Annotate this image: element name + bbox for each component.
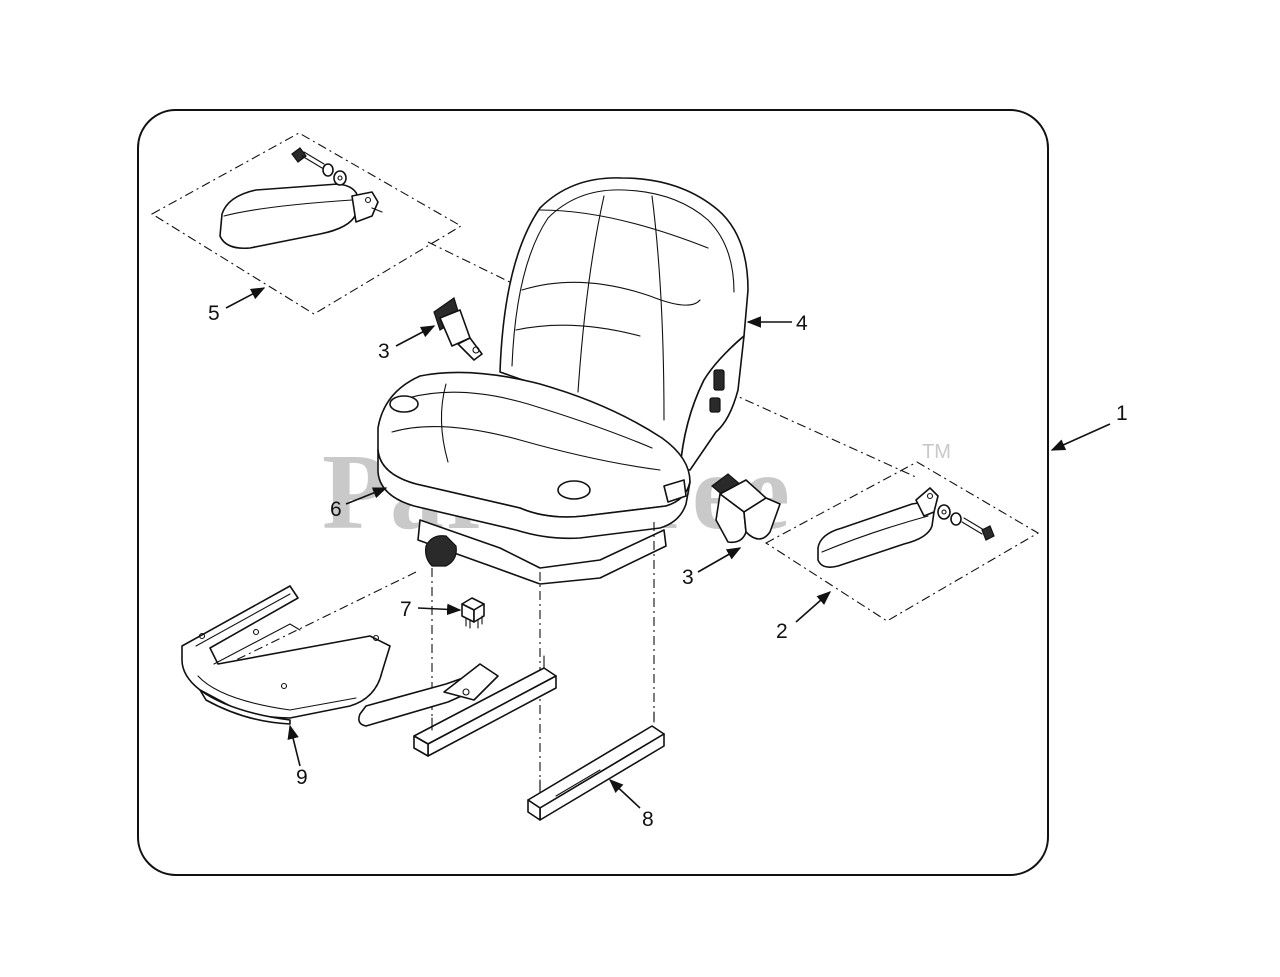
callout-3a-arrow [395, 325, 436, 347]
seat-recline-slot [709, 397, 721, 413]
seat-slide-rail-left [358, 655, 557, 757]
callout-3b-arrow [697, 547, 742, 573]
callout-2: 2 [776, 620, 788, 643]
right-armrest-washer-a [937, 504, 951, 520]
left-armrest-washer-b [333, 170, 347, 186]
seat-assembly [377, 177, 749, 585]
callout-5: 5 [208, 302, 220, 325]
seat-cushion-front [377, 449, 691, 540]
left-armrest-washer-a [322, 163, 334, 177]
callout-9-arrow [287, 724, 301, 767]
seat-mount-foot [663, 479, 687, 503]
left-armrest-kit-boundary [150, 132, 463, 315]
seat-height-knob [425, 535, 457, 567]
seat-recline-lever [713, 369, 725, 391]
seat-handle-left [389, 395, 419, 413]
callout-8-arrow [608, 779, 641, 809]
callout-3-upper: 3 [378, 340, 390, 363]
callout-8: 8 [642, 808, 654, 831]
callout-7: 7 [400, 598, 412, 621]
callout-2-arrow [795, 591, 832, 623]
right-armrest-kit-boundary [764, 461, 1040, 622]
assembly-frame [137, 109, 1049, 876]
left-armrest-bracket [351, 191, 379, 223]
seat-handle-right [557, 480, 591, 500]
callout-1-arrow [1050, 423, 1111, 451]
callout-4: 4 [796, 312, 808, 335]
seat-switch [461, 597, 485, 629]
callout-7-arrow [417, 603, 462, 616]
right-armrest-leader [727, 391, 919, 479]
seat-belt-buckle [711, 473, 781, 544]
callout-5-arrow [225, 287, 266, 309]
seat-belt-upper [433, 297, 483, 361]
watermark-trademark: TM [922, 441, 951, 463]
left-armrest-pad [219, 183, 359, 250]
seat-mounting-pan [181, 585, 391, 725]
right-armrest-kit [764, 461, 1040, 622]
left-armrest-kit [150, 132, 463, 315]
right-armrest-pad [817, 502, 935, 568]
callout-1: 1 [1116, 402, 1128, 425]
seat-base [417, 519, 667, 585]
right-armrest-washer-b [950, 512, 962, 526]
left-armrest-bolt [291, 147, 325, 169]
callout-6: 6 [330, 498, 342, 521]
seat-slide-rail-right [527, 711, 665, 821]
right-armrest-bolt [961, 517, 995, 541]
callout-3-lower: 3 [682, 566, 694, 589]
callout-6-arrow [345, 487, 388, 505]
callout-9: 9 [296, 766, 308, 789]
callout-arrows [225, 287, 1111, 809]
